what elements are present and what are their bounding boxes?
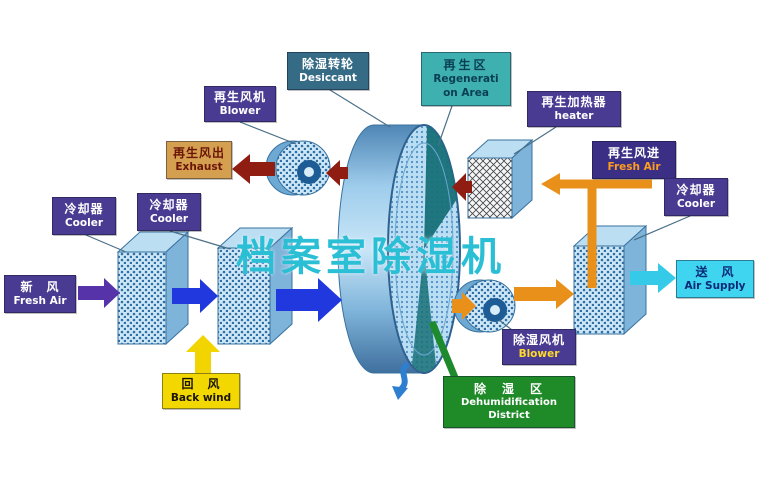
- leader-cooler-left-inner: [169, 230, 231, 250]
- regen-heater-label-zh: 再生加热器: [541, 94, 607, 109]
- regen-heater-front-face: [467, 157, 513, 219]
- cooler-right-label-zh: 冷却器: [676, 182, 716, 197]
- regen-heater-label-en: heater: [554, 109, 594, 122]
- leader-regen-heater: [513, 126, 557, 155]
- cooler-left-outer-label-en: Cooler: [64, 216, 104, 229]
- regen-heater-label: 再生加热器 heater: [527, 91, 621, 127]
- dehumid-district-label-zh: 除 湿 区: [473, 382, 544, 396]
- regen-heater-box: [466, 138, 534, 220]
- cooler-left-outer-front-face: [117, 251, 167, 345]
- desiccant-label-zh: 除湿转轮: [301, 56, 354, 71]
- fresh-air-label: 新 风 Fresh Air: [4, 275, 76, 313]
- cooler-left-outer-label-zh: 冷却器: [64, 201, 104, 216]
- cooler-left-outer-label: 冷却器 Cooler: [52, 197, 116, 235]
- dehumid-district-connector: [428, 320, 460, 382]
- dehumid-blower-label: 除湿风机 Blower: [502, 329, 576, 365]
- watermark-text: 档案室除湿机: [236, 234, 506, 280]
- fresh-air-label-en: Fresh Air: [13, 294, 67, 307]
- regen-fresh-air-label-zh: 再生风进: [607, 145, 660, 160]
- desiccant-wheel: [337, 124, 461, 374]
- regen-fresh-air-label: 再生风进 Fresh Air: [592, 141, 676, 179]
- exhaust-label-zh: 再生风出: [172, 145, 225, 160]
- regeneration-area-label-zh: 再生区: [443, 58, 489, 73]
- regen-blower-label: 再生风机 Blower: [204, 86, 276, 122]
- leader-cooler-left-outer: [85, 234, 127, 253]
- fresh-air-label-zh: 新 风: [20, 279, 60, 294]
- arrow-wheel-to-regen-blower: [326, 160, 348, 186]
- arrow-blower-to-exhaust: [232, 154, 275, 184]
- desiccant-label: 除湿转轮 Desiccant: [287, 52, 369, 90]
- wheel-rotation-ribbon: [392, 361, 410, 400]
- leader-regen-blower: [239, 121, 297, 145]
- leader-regen-area: [437, 105, 453, 147]
- dehumid-blower-label-en: Blower: [518, 347, 560, 360]
- back-wind-label-en: Back wind: [170, 391, 232, 404]
- dehumid-district-label-en2: District: [488, 409, 530, 421]
- leader-dehumid-blower: [498, 319, 513, 331]
- cooler-right-label-en: Cooler: [676, 197, 716, 210]
- regen-blower-hub-center: [304, 167, 314, 177]
- cooler-right-front-face: [573, 245, 625, 335]
- cooler-left-outer-box: [116, 230, 190, 346]
- dehumid-blower-hub-center: [490, 305, 500, 315]
- cooler-left-inner-label: 冷却器 Cooler: [137, 193, 201, 231]
- regeneration-area-label: 再生区 Regenerati on Area: [421, 52, 511, 106]
- wheel-face-inner-ring: [394, 142, 454, 356]
- dehumid-district-label-en1: Dehumidification: [460, 397, 558, 408]
- rotation-ribbon-curve: [397, 361, 410, 393]
- air-supply-label-zh: 送 风: [695, 264, 735, 279]
- back-wind-label: 回 风 Back wind: [162, 373, 240, 409]
- leader-lines: [85, 89, 691, 331]
- desiccant-label-en: Desiccant: [299, 71, 357, 84]
- arrow-fresh-air-intake: [78, 278, 120, 308]
- arrow-process-air-1: [172, 279, 218, 313]
- cooler-left-inner-label-en: Cooler: [149, 212, 189, 225]
- leader-cooler-right: [633, 215, 691, 241]
- cooler-right-label: 冷却器 Cooler: [664, 178, 728, 216]
- cooler-right-box: [572, 224, 648, 336]
- cooler-left-inner-label-zh: 冷却器: [149, 197, 189, 212]
- regen-blower-label-zh: 再生风机: [213, 89, 266, 104]
- air-supply-label-en: Air Supply: [684, 279, 746, 292]
- arrow-return-air: [186, 335, 220, 374]
- regen-blower-fan: [265, 140, 331, 196]
- back-wind-label-zh: 回 风: [181, 376, 221, 391]
- arrow-blower-to-right-cooler: [514, 279, 574, 309]
- arrow-heater-to-wheel: [452, 173, 472, 201]
- air-supply-label: 送 风 Air Supply: [676, 260, 754, 298]
- regeneration-area-label-en2: on Area: [443, 86, 489, 99]
- exhaust-label-en: Exhaust: [175, 160, 223, 173]
- regen-blower-label-en: Blower: [219, 104, 261, 117]
- arrow-wheel-to-dehumid-blower: [452, 292, 476, 320]
- regeneration-area-label-en1: Regenerati: [433, 73, 499, 86]
- regen-fresh-air-label-en: Fresh Air: [607, 160, 661, 173]
- wheel-regeneration-sector: [424, 126, 457, 249]
- arrow-process-air-to-wheel: [276, 278, 342, 322]
- rotation-ribbon-head: [392, 386, 408, 400]
- wheel-bottom-sector: [412, 249, 436, 373]
- leader-desiccant: [329, 89, 391, 128]
- exhaust-label: 再生风出 Exhaust: [166, 141, 232, 179]
- dehumid-blower-fan: [453, 279, 516, 333]
- dehumid-blower-label-zh: 除湿风机: [512, 332, 565, 347]
- dehumid-district-label: 除 湿 区 Dehumidification District: [443, 376, 575, 428]
- arrow-regen-air-into-heater: [541, 173, 560, 195]
- arrow-air-supply-out: [630, 263, 676, 293]
- cooler-left-inner-box: [216, 226, 294, 346]
